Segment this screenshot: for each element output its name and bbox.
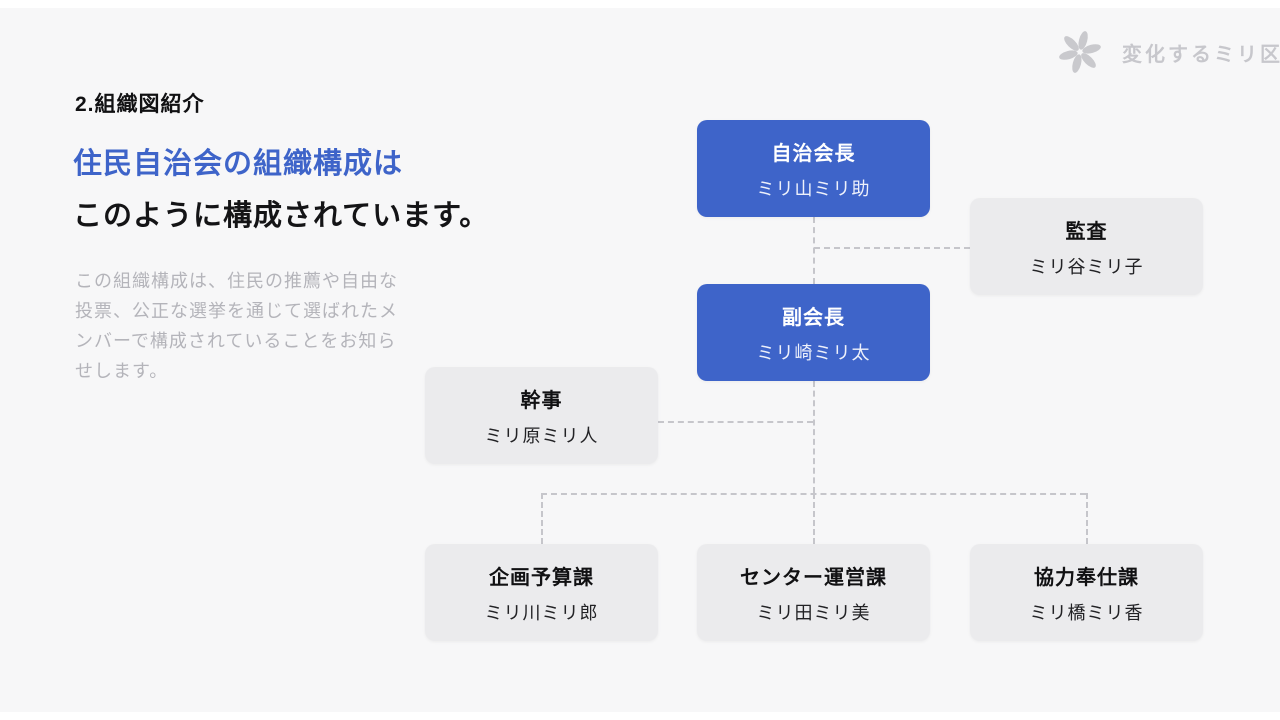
org-node-chairman: 自治会長 ミリ山ミリ助 [697, 120, 930, 217]
org-node-role: 幹事 [520, 389, 563, 412]
org-node-person: ミリ田ミリ美 [756, 602, 871, 623]
org-node-person: ミリ谷ミリ子 [1029, 256, 1144, 277]
intro-paragraph: この組織構成は、住民の推薦や自由な 投票、公正な選挙を通じて選ばれたメ ンバーで… [75, 266, 398, 386]
brand-name: 変化するミリ区 [1122, 43, 1280, 66]
org-node-person: ミリ崎ミリ太 [756, 342, 871, 363]
intro-line: ンバーで構成されていることをお知ら [75, 331, 397, 351]
connector-drop-centerops [813, 493, 815, 544]
org-node-person: ミリ原ミリ人 [484, 425, 599, 446]
org-node-role: センター運営課 [740, 566, 887, 589]
org-node-role: 協力奉仕課 [1034, 566, 1139, 589]
org-node-person: ミリ山ミリ助 [756, 178, 871, 199]
org-node-role: 企画予算課 [489, 566, 594, 589]
title-line-accent: 住民自治会の組織構成は [73, 148, 404, 180]
org-node-vice-chairman: 副会長 ミリ崎ミリ太 [697, 284, 930, 381]
section-label: 2.組織図紹介 [75, 93, 205, 116]
connector-drop-cooperation [1086, 493, 1088, 544]
connector-chairman-audit [814, 247, 970, 249]
brand-logo: 変化するミリ区 [1056, 28, 1280, 76]
org-node-cooperation-service: 協力奉仕課 ミリ橋ミリ香 [970, 544, 1203, 641]
org-node-role: 副会長 [782, 306, 845, 329]
page-title: 住民自治会の組織構成は このように構成されています。 [73, 138, 489, 242]
connector-secretary-branch [658, 421, 813, 423]
org-node-person: ミリ川ミリ郎 [484, 602, 599, 623]
connector-vice-down [813, 381, 815, 493]
connector-chairman-vice [813, 217, 815, 284]
title-line-plain: このように構成されています。 [73, 200, 490, 232]
org-node-center-operations: センター運営課 ミリ田ミリ美 [697, 544, 930, 641]
intro-line: せします。 [75, 361, 169, 381]
connector-drop-planning [541, 493, 543, 544]
org-node-role: 監査 [1065, 220, 1108, 243]
org-node-person: ミリ橋ミリ香 [1029, 602, 1144, 623]
org-node-role: 自治会長 [771, 142, 856, 165]
org-node-secretary: 幹事 ミリ原ミリ人 [425, 367, 658, 464]
asterisk-icon [1056, 28, 1104, 76]
org-node-audit: 監査 ミリ谷ミリ子 [970, 198, 1203, 295]
org-node-planning-budget: 企画予算課 ミリ川ミリ郎 [425, 544, 658, 641]
intro-line: 投票、公正な選挙を通じて選ばれたメ [75, 301, 398, 321]
intro-line: この組織構成は、住民の推薦や自由な [75, 271, 398, 291]
